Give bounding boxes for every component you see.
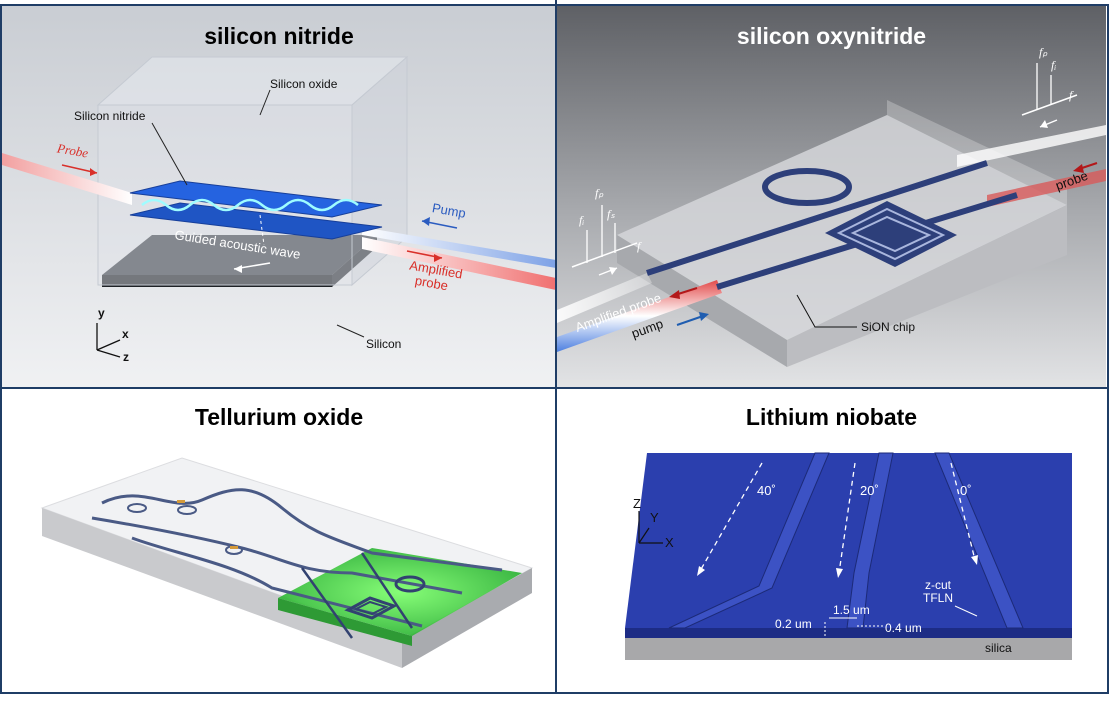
label-fi-output: fᵢ <box>1051 58 1057 72</box>
nitride-lower-plate <box>129 202 383 240</box>
axis-y-line <box>638 527 650 544</box>
label-f-input: f <box>637 239 641 253</box>
output-spectrum-inset <box>1021 63 1078 128</box>
title-silicon-oxynitride: silicon oxynitride <box>736 23 927 49</box>
label-silicon: Silicon <box>366 337 402 351</box>
frame-center <box>555 0 557 694</box>
label-silicon-oxide: Silicon oxide <box>270 77 338 91</box>
waveguide-40deg <box>668 452 830 629</box>
input-spectrum-inset <box>571 205 638 276</box>
pump-arrow <box>676 315 704 326</box>
panel-tellurium-oxide: Tellurium oxide <box>2 388 556 692</box>
tfln-film-edge <box>625 628 1072 638</box>
spiral-resonator <box>344 596 398 620</box>
label-fp-input: fₚ <box>595 186 604 200</box>
axis-x-label: X <box>665 535 674 550</box>
frame-top <box>0 4 1108 6</box>
label-angle-20: 20˚ <box>860 483 879 498</box>
axis-x-label: x <box>122 327 129 341</box>
spiral-pad <box>825 201 957 267</box>
axis-x-line <box>96 339 121 351</box>
teo-chip-side <box>402 568 532 668</box>
ring-4 <box>394 575 426 593</box>
nitride-upper-plate <box>129 180 383 218</box>
label-film-type-line1: z-cut <box>924 578 951 592</box>
arrow-0deg <box>950 462 976 561</box>
arrow-40deg <box>699 462 763 572</box>
amplified-probe-beam <box>557 273 652 323</box>
arrow-20deg <box>838 462 856 574</box>
label-fs-input: fₛ <box>607 207 615 221</box>
film-leader <box>954 605 978 617</box>
label-silicon-nitride: Silicon nitride <box>74 109 146 123</box>
frame-middle <box>0 387 1108 389</box>
ring-resonator <box>762 168 852 206</box>
axis-y-label: y <box>98 306 105 320</box>
panel-lithium-niobate: Lithium niobate 40˚ 20˚ 0˚ Z Y X 1.5 um … <box>557 388 1106 692</box>
silicon-oxynitride-illustration <box>557 5 1106 387</box>
axis-y-label: Y <box>650 510 659 525</box>
title-tellurium-oxide: Tellurium oxide <box>194 404 364 430</box>
waveguide-20deg <box>846 452 894 629</box>
green-emission-region <box>278 548 522 636</box>
probe-beam <box>2 153 132 205</box>
frame-bottom <box>0 692 1108 694</box>
waveguide-0deg <box>934 452 1024 629</box>
ring-2 <box>177 505 197 515</box>
axis-z-line <box>96 349 121 358</box>
waveguide-path-1 <box>101 488 503 572</box>
title-lithium-niobate: Lithium niobate <box>745 404 918 430</box>
label-sion-chip: SiON chip <box>861 320 916 334</box>
label-angle-0: 0˚ <box>960 483 972 498</box>
panel-silicon-oxynitride: silicon oxynitride fₚ fᵢ fₛ f fₚ fᵢ f Am… <box>557 5 1106 387</box>
pump-beam <box>557 280 722 352</box>
panel-silicon-nitride: silicon nitride Silicon oxide Silicon ni… <box>2 5 556 387</box>
label-angle-40: 40˚ <box>757 483 776 498</box>
silicon-substrate-front <box>102 275 332 287</box>
heater-2 <box>230 546 238 549</box>
tellurium-oxide-illustration <box>2 388 556 692</box>
grid-line-2 <box>360 552 414 629</box>
waveguide-upper <box>646 160 988 276</box>
silicon-substrate-top <box>102 235 377 275</box>
teo-chip-front <box>42 508 402 668</box>
heater-1 <box>177 500 185 503</box>
frame-left <box>0 4 2 694</box>
label-width: 1.5 um <box>833 603 870 617</box>
label-film-type: z-cut TFLN <box>923 579 953 605</box>
label-film-thickness: 0.4 um <box>885 621 922 635</box>
title-silicon-nitride: silicon nitride <box>204 23 354 49</box>
amplified-probe-beam <box>362 237 556 290</box>
axis-z-label: Z <box>633 496 641 511</box>
output-beam <box>957 125 1106 167</box>
label-etch-depth: 0.2 um <box>775 617 812 631</box>
ring-1 <box>127 503 147 513</box>
lithium-niobate-illustration <box>557 388 1106 692</box>
label-fi-input: fᵢ <box>579 213 585 227</box>
silica-substrate <box>625 638 1072 660</box>
green-emission-edge <box>278 598 412 646</box>
acoustic-wave-trace <box>141 198 359 212</box>
frame-right <box>1107 4 1109 694</box>
waveguide-path-3 <box>131 536 423 628</box>
silicon-nitride-illustration <box>2 5 556 387</box>
label-film-type-line2: TFLN <box>923 591 953 605</box>
grid-line-1 <box>300 567 354 639</box>
pump-beam <box>362 227 556 268</box>
axis-z-label: z <box>123 350 129 364</box>
label-fp-output: fₚ <box>1039 45 1048 59</box>
label-f-output: f <box>1069 88 1073 102</box>
label-silica: silica <box>985 641 1012 655</box>
